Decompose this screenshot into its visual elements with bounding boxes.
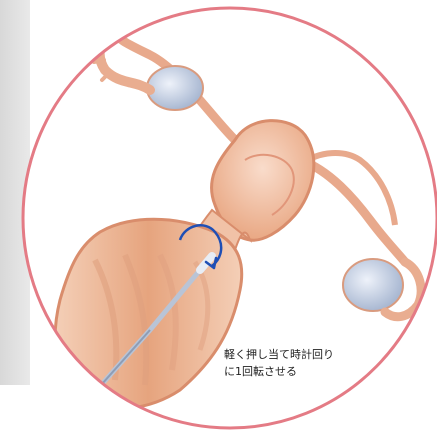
left-ovary: [147, 66, 203, 110]
annotation-line-1: 軽く押し当て時計回り: [224, 346, 424, 363]
annotation-line-2: に1回転させる: [224, 363, 424, 380]
right-ovary: [343, 259, 403, 311]
instruction-annotation: 軽く押し当て時計回り に1回転させる: [224, 346, 424, 380]
